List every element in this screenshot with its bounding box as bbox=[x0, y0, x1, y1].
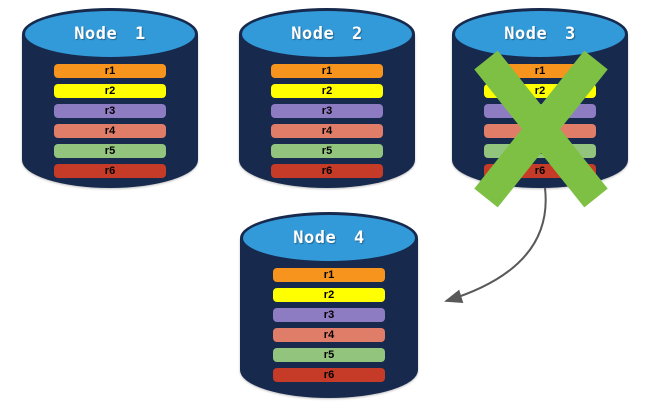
node-2-cylinder-top: Node 2 bbox=[239, 8, 415, 60]
row-r1: r1 bbox=[271, 64, 383, 78]
row-r6-label: r6 bbox=[323, 369, 335, 381]
row-r4: r4 bbox=[271, 124, 383, 138]
row-r2: r2 bbox=[273, 288, 385, 302]
node-1-label: Node 1 bbox=[74, 24, 146, 44]
node-2-label: Node 2 bbox=[291, 24, 363, 44]
row-r6: r6 bbox=[273, 368, 385, 382]
row-r2: r2 bbox=[54, 84, 166, 98]
row-r1-label: r1 bbox=[321, 65, 333, 77]
node-3-label: Node 3 bbox=[504, 24, 576, 44]
row-r6-label: r6 bbox=[104, 165, 116, 177]
row-r5: r5 bbox=[273, 348, 385, 362]
row-r2: r2 bbox=[271, 84, 383, 98]
row-r6-label: r6 bbox=[321, 165, 333, 177]
row-r2-label: r2 bbox=[323, 289, 335, 301]
node-1-rows: r1 r2 r3 r4 r5 r6 bbox=[54, 64, 166, 178]
row-r6: r6 bbox=[271, 164, 383, 178]
node-4: Node 4 r1 r2 r3 r4 r5 r6 bbox=[240, 212, 418, 398]
replication-arrow-icon bbox=[444, 187, 547, 304]
node-4-label: Node 4 bbox=[293, 228, 365, 248]
node-4-cylinder-top: Node 4 bbox=[240, 212, 418, 264]
row-r2-label: r2 bbox=[321, 85, 333, 97]
row-r4: r4 bbox=[273, 328, 385, 342]
node-2: Node 2 r1 r2 r3 r4 r5 r6 bbox=[239, 8, 415, 188]
row-r4-label: r4 bbox=[323, 329, 335, 341]
failure-x-icon bbox=[474, 50, 608, 208]
row-r4: r4 bbox=[54, 124, 166, 138]
row-r1-label: r1 bbox=[534, 65, 546, 77]
row-r3: r3 bbox=[273, 308, 385, 322]
row-r6: r6 bbox=[54, 164, 166, 178]
row-r5-label: r5 bbox=[104, 145, 116, 157]
row-r3-label: r3 bbox=[321, 105, 333, 117]
row-r2-label: r2 bbox=[534, 85, 546, 97]
row-r1: r1 bbox=[54, 64, 166, 78]
row-r3-label: r3 bbox=[323, 309, 335, 321]
row-r4-label: r4 bbox=[104, 125, 116, 137]
node-3-cylinder-top: Node 3 bbox=[452, 8, 628, 60]
node-4-rows: r1 r2 r3 r4 r5 r6 bbox=[273, 268, 385, 382]
row-r1-label: r1 bbox=[104, 65, 116, 77]
row-r5: r5 bbox=[271, 144, 383, 158]
node-3: Node 3 r1 r2 r3 r4 r5 r6 bbox=[452, 8, 628, 208]
row-r5-label: r5 bbox=[323, 349, 335, 361]
row-r5: r5 bbox=[54, 144, 166, 158]
row-r3: r3 bbox=[54, 104, 166, 118]
node-2-rows: r1 r2 r3 r4 r5 r6 bbox=[271, 64, 383, 178]
row-r2-label: r2 bbox=[104, 85, 116, 97]
row-r1: r1 bbox=[273, 268, 385, 282]
row-r6-label: r6 bbox=[534, 165, 546, 177]
node-1-cylinder-top: Node 1 bbox=[22, 8, 198, 60]
row-r5-label: r5 bbox=[321, 145, 333, 157]
row-r3: r3 bbox=[271, 104, 383, 118]
row-r4-label: r4 bbox=[321, 125, 333, 137]
row-r3-label: r3 bbox=[104, 105, 116, 117]
row-r1-label: r1 bbox=[323, 269, 335, 281]
node-1: Node 1 r1 r2 r3 r4 r5 r6 bbox=[22, 8, 198, 188]
